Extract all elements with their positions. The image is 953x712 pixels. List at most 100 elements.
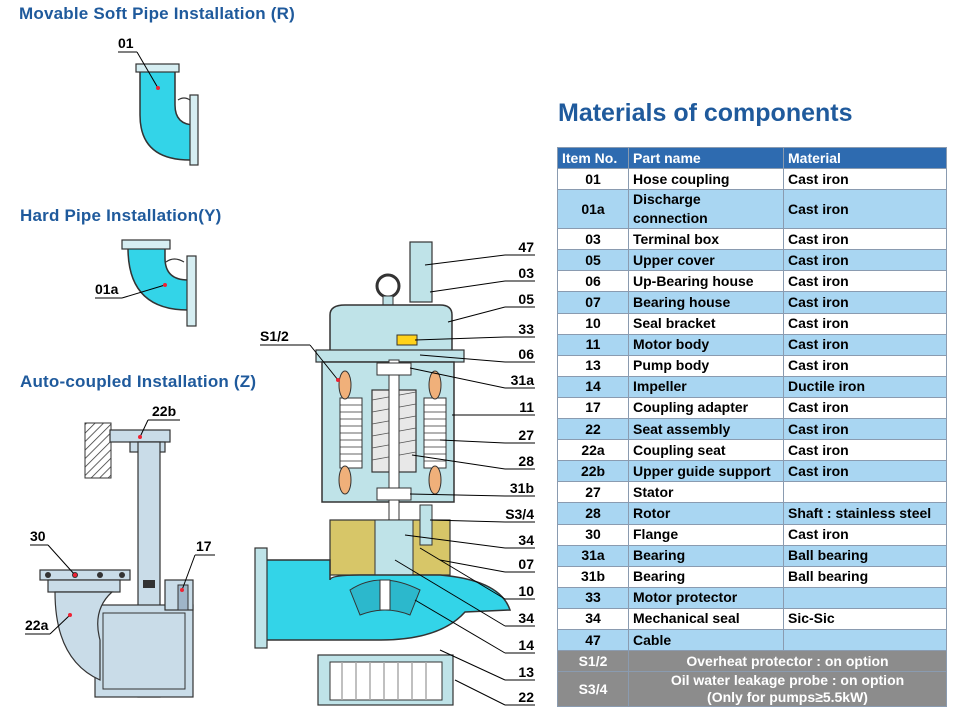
label-22a: 22a [25, 617, 49, 633]
item-no-cell: 14 [557, 375, 629, 398]
material-cell: Ball bearing [783, 565, 947, 588]
part-name-cell: Discharge connection [628, 189, 784, 230]
part-name-cell: Flange [628, 523, 784, 546]
header-item-no: Item No. [557, 146, 629, 170]
part-name-cell: Motor body [628, 333, 784, 356]
part-name-cell: Stator [628, 481, 784, 504]
note-description-cell: Overheat protector : on option [628, 650, 947, 673]
part-name-cell: Coupling seat [628, 439, 784, 462]
material-cell: Cast iron [783, 249, 947, 272]
label-30: 30 [30, 528, 46, 544]
item-no-cell: 03 [557, 228, 629, 251]
material-cell: Cast iron [783, 460, 947, 483]
label-03: 03 [518, 265, 534, 281]
item-no-cell: 17 [557, 396, 629, 420]
pump-cross-section [254, 241, 535, 706]
label-33: 33 [518, 321, 534, 337]
material-cell: Cast iron [783, 312, 947, 335]
label-34b: 34 [518, 610, 534, 626]
item-no-cell: 34 [557, 607, 629, 630]
material-cell: Cast iron [783, 396, 947, 420]
label-27: 27 [518, 427, 534, 443]
item-no-cell: 10 [557, 312, 629, 335]
item-no-cell: 01a [557, 189, 629, 230]
label-13: 13 [518, 664, 534, 680]
label-01: 01 [118, 35, 134, 51]
part-name-cell: Pump body [628, 354, 784, 377]
material-cell: Shaft : stainless steel [783, 502, 947, 525]
materials-title: Materials of components [558, 99, 853, 127]
item-no-cell: 05 [557, 249, 629, 272]
material-cell: Cast iron [783, 291, 947, 314]
material-cell: Cast iron [783, 270, 947, 293]
item-no-cell: 27 [557, 481, 629, 504]
label-11: 11 [519, 399, 534, 415]
material-cell: Cast iron [783, 333, 947, 356]
part-name-cell: Bearing [628, 544, 784, 567]
header-material: Material [783, 146, 947, 170]
material-cell: Cast iron [783, 354, 947, 377]
part-name-cell: Cable [628, 628, 784, 652]
item-no-cell: 28 [557, 502, 629, 525]
material-cell: Ball bearing [783, 544, 947, 567]
header-part-name: Part name [628, 146, 784, 170]
material-cell: Cast iron [783, 168, 947, 191]
part-name-cell: Upper guide support [628, 460, 784, 483]
material-cell: Cast iron [783, 418, 947, 441]
soft-pipe-heading: Movable Soft Pipe Installation (R) [19, 4, 295, 23]
material-cell: Cast iron [783, 523, 947, 546]
item-no-cell: 07 [557, 291, 629, 314]
item-no-cell: 22b [557, 460, 629, 483]
part-name-cell: Bearing house [628, 291, 784, 314]
part-name-cell: Terminal box [628, 228, 784, 251]
item-no-cell: 22 [557, 418, 629, 441]
item-no-cell: 06 [557, 270, 629, 293]
label-22b: 22b [152, 403, 176, 419]
label-17: 17 [196, 538, 212, 554]
pump-right-labels: 47 03 05 33 06 31a 11 27 28 31b S3/4 34 … [505, 239, 534, 705]
label-s3-4: S3/4 [505, 506, 534, 522]
part-name-cell: Upper cover [628, 249, 784, 272]
item-no-cell: 22a [557, 439, 629, 462]
hard-pipe-elbow [95, 239, 197, 327]
label-47: 47 [518, 239, 534, 255]
note-item-cell: S1/2 [557, 650, 629, 673]
part-name-cell: Mechanical seal [628, 607, 784, 630]
note-item-cell: S3/4 [557, 671, 629, 708]
item-no-cell: 11 [557, 333, 629, 356]
part-name-cell: Bearing [628, 565, 784, 588]
part-name-cell: Motor protector [628, 586, 784, 609]
part-name-cell: Seal bracket [628, 312, 784, 335]
label-31a: 31a [511, 372, 535, 388]
item-no-cell: 31b [557, 565, 629, 588]
auto-coupled-diagram [25, 419, 215, 698]
label-01a: 01a [95, 281, 119, 297]
soft-pipe-elbow [118, 51, 199, 166]
label-28: 28 [518, 453, 534, 469]
material-cell: Cast iron [783, 189, 947, 230]
part-name-cell: Up-Bearing house [628, 270, 784, 293]
part-name-cell: Impeller [628, 375, 784, 398]
part-name-cell: Rotor [628, 502, 784, 525]
item-no-cell: 01 [557, 168, 629, 191]
item-no-cell: 33 [557, 586, 629, 609]
